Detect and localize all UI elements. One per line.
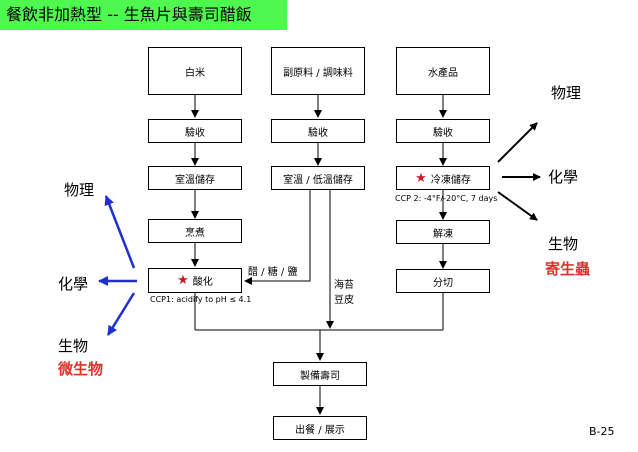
ingredients-store-label: 室溫 / 低溫儲存: [283, 174, 353, 186]
arrow-ing-to-acidify: [244, 190, 311, 285]
rice-acidify-box: ★ 酸化: [148, 268, 242, 293]
seafood-freeze-label: 冷凍儲存: [430, 174, 471, 186]
rice-inspect-label: 驗收: [185, 127, 205, 139]
ccp2-note: CCP 2: -4°F/-20°C, 7 days: [395, 194, 498, 203]
seafood-receive-box: 水產品: [396, 47, 490, 95]
prepare-sushi-label: 製備壽司: [300, 370, 340, 382]
left-hazard-microbe: 微生物: [58, 360, 104, 378]
serve-label: 出餐 / 展示: [295, 424, 345, 436]
arrow-right-biological: [497, 191, 538, 221]
rice-inspect-box: 驗收: [148, 119, 242, 143]
right-hazard-chemical: 化學: [548, 168, 579, 186]
seafood-inspect-box: 驗收: [396, 119, 490, 143]
right-hazard-physical: 物理: [551, 84, 582, 102]
page-number: B-25: [589, 425, 615, 438]
left-hazard-biological: 生物: [58, 337, 89, 355]
ingredients-receive-label: 副原料 / 調味料: [283, 67, 353, 79]
ccp-star-icon: ★: [177, 273, 189, 288]
seafood-cut-box: 分切: [396, 269, 490, 293]
seafood-inspect-label: 驗收: [433, 127, 453, 139]
arrow-right-physical: [497, 122, 538, 163]
arrow-left-biological: [106, 292, 136, 336]
ingredients-inspect-label: 驗收: [308, 127, 328, 139]
rice-cook-label: 烹煮: [185, 227, 205, 239]
rice-acidify-label: 酸化: [192, 277, 213, 288]
left-hazard-physical: 物理: [64, 181, 95, 199]
seafood-receive-label: 水產品: [428, 67, 458, 79]
ccp-star-icon: ★: [415, 170, 427, 186]
seaweed-label-1: 海苔: [334, 280, 354, 291]
rice-cook-box: 烹煮: [148, 219, 242, 243]
rice-store-label: 室溫儲存: [175, 174, 215, 186]
ccp1-note: CCP1: acidify to pH ≤ 4.1: [150, 295, 252, 304]
ingredients-receive-box: 副原料 / 調味料: [271, 47, 365, 95]
seafood-cut-label: 分切: [433, 277, 453, 289]
rice-receive-label: 白米: [185, 67, 205, 79]
rice-store-box: 室溫儲存: [148, 166, 242, 190]
page-title: 餐飲非加熱型 -- 生魚片與壽司醋飯: [0, 0, 287, 30]
right-hazard-biological: 生物: [548, 235, 579, 253]
seafood-thaw-box: 解凍: [396, 220, 490, 244]
arrow-left-physical: [104, 195, 136, 269]
prepare-sushi-box: 製備壽司: [273, 362, 367, 386]
seasoning-branch-label: 醋 / 糖 / 鹽: [248, 267, 298, 278]
rice-receive-box: 白米: [148, 47, 242, 95]
seaweed-label-2: 豆皮: [334, 295, 354, 306]
serve-box: 出餐 / 展示: [273, 416, 367, 440]
seafood-thaw-label: 解凍: [433, 228, 453, 240]
left-hazard-chemical: 化學: [58, 275, 89, 293]
right-hazard-parasite: 寄生蟲: [545, 260, 591, 278]
ingredients-store-box: 室溫 / 低溫儲存: [271, 166, 365, 190]
seafood-freeze-box: ★ 冷凍儲存: [396, 166, 490, 190]
ingredients-inspect-box: 驗收: [271, 119, 365, 143]
